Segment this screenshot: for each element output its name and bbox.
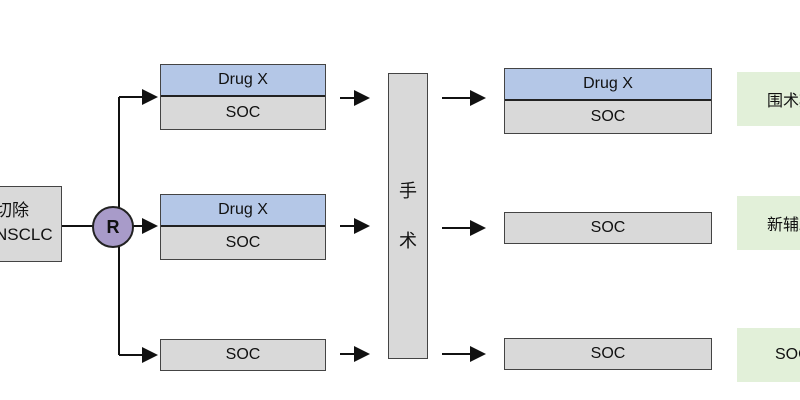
post-1-box: Drug X SOC — [504, 68, 712, 134]
outcome-perioperative: 围术期 — [737, 72, 800, 126]
post-1-soc: SOC — [505, 101, 711, 133]
outcome-1-label: 围术期 — [767, 93, 800, 110]
randomization-node: R — [92, 206, 134, 248]
outcome-3-label: SOC — [775, 346, 800, 363]
left-box-line1: 切除 — [0, 201, 29, 220]
left-box-line2: NSCLC — [0, 225, 53, 244]
resected-nsclc-box: 切除 NSCLC — [0, 186, 62, 262]
randomization-label: R — [106, 216, 120, 237]
arm-1-drug: Drug X — [161, 65, 325, 97]
arm-1-box: Drug X SOC — [160, 64, 326, 130]
post-3-soc: SOC — [504, 338, 712, 370]
surgery-char-2: 术 — [399, 231, 417, 251]
outcome-2-label: 新辅助 — [767, 217, 800, 234]
post-2-soc: SOC — [504, 212, 712, 244]
arm-2-drug: Drug X — [161, 195, 325, 227]
outcome-neoadjuvant: 新辅助 — [737, 196, 800, 250]
arm-2-box: Drug X SOC — [160, 194, 326, 260]
arm-1-soc: SOC — [161, 97, 325, 129]
arm-2-soc: SOC — [161, 227, 325, 259]
outcome-soc: SOC — [737, 328, 800, 382]
post-1-drug: Drug X — [505, 69, 711, 101]
arm-3-soc: SOC — [160, 339, 326, 371]
surgery-char-1: 手 — [399, 181, 417, 201]
surgery-box: 手 术 — [388, 73, 428, 359]
